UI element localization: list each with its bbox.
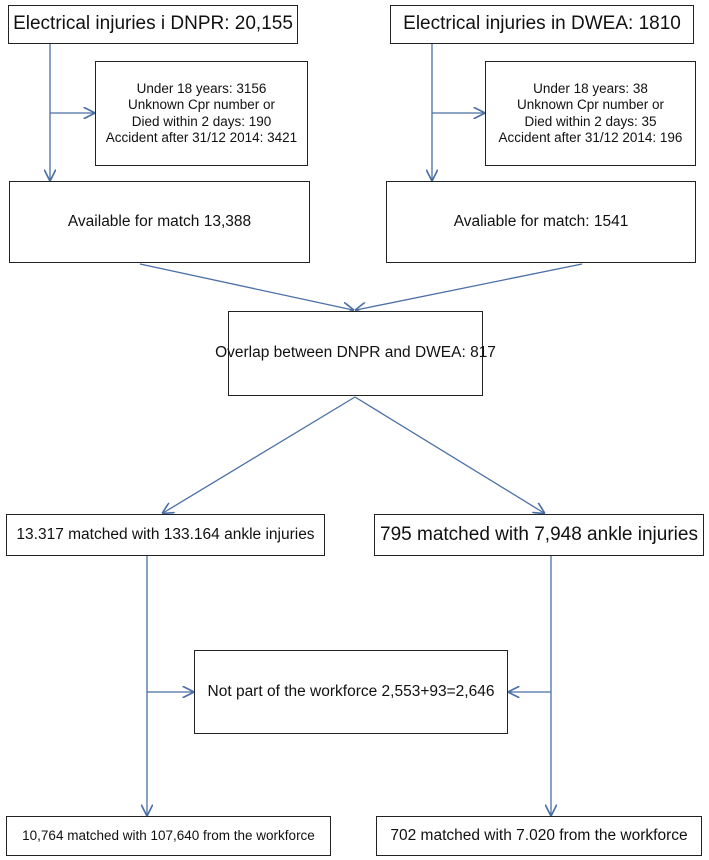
right-final-box: 702 matched with 7.020 from the workforc… (376, 816, 702, 856)
dwea-exclusion-line: Accident after 31/12 2014: 196 (498, 129, 683, 145)
overlap-box: Overlap between DNPR and DWEA: 817 (215, 311, 496, 396)
dnpr-exclusions-box: Under 18 years: 3156 Unknown Cpr number … (95, 61, 308, 166)
left-final-box: 10,764 matched with 107,640 from the wor… (6, 816, 331, 856)
arrow-overlap-to-right-matched (354, 396, 544, 513)
arrow-left-to-overlap (139, 263, 353, 310)
dwea-total-text: Electrical injuries in DWEA: 1810 (403, 13, 681, 35)
dwea-exclusions-box: Under 18 years: 38 Unknown Cpr number or… (485, 61, 696, 166)
not-workforce-box: Not part of the workforce 2,553+93=2,646 (194, 650, 508, 734)
right-final-text: 702 matched with 7.020 from the workforc… (390, 826, 688, 844)
dwea-available-box: Avaliable for match: 1541 (386, 181, 696, 263)
dnpr-exclusion-line: Accident after 31/12 2014: 3421 (105, 129, 298, 145)
dwea-exclusion-line: Died within 2 days: 35 (524, 113, 657, 129)
left-matched-box: 13.317 matched with 133.164 ankle injuri… (6, 514, 325, 556)
overlap-text: Overlap between DNPR and DWEA: 817 (215, 344, 496, 362)
right-matched-box: 795 matched with 7,948 ankle injuries (374, 514, 704, 556)
dwea-total-box: Electrical injuries in DWEA: 1810 (390, 5, 694, 44)
dnpr-exclusion-line: Unknown Cpr number or (127, 97, 276, 113)
dwea-exclusion-line: Under 18 years: 38 (533, 81, 648, 97)
dnpr-total-text: Electrical injuries i DNPR: 20,155 (13, 13, 293, 35)
dnpr-available-box: Available for match 13,388 (9, 181, 310, 263)
arrow-right-to-overlap (356, 263, 583, 310)
left-matched-text: 13.317 matched with 133.164 ankle injuri… (16, 525, 315, 543)
dnpr-total-box: Electrical injuries i DNPR: 20,155 (8, 5, 298, 44)
dwea-available-text: Avaliable for match: 1541 (453, 212, 629, 230)
dnpr-exclusion-line: Under 18 years: 3156 (136, 81, 267, 97)
right-matched-text: 795 matched with 7,948 ankle injuries (380, 523, 698, 545)
dwea-exclusion-line: Unknown Cpr number or (516, 97, 665, 113)
dnpr-available-text: Available for match 13,388 (67, 212, 252, 230)
dnpr-exclusion-line: Died within 2 days: 190 (131, 113, 272, 129)
arrow-overlap-to-left-matched (163, 396, 356, 513)
left-final-text: 10,764 matched with 107,640 from the wor… (22, 827, 315, 843)
not-workforce-text: Not part of the workforce 2,553+93=2,646 (207, 682, 495, 700)
